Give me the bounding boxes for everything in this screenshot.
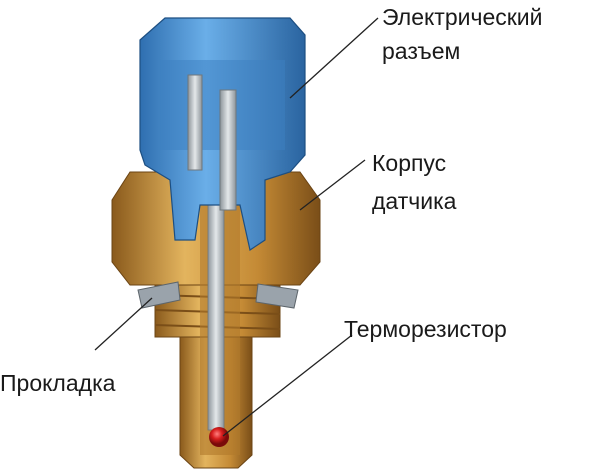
pin-right: [219, 89, 237, 211]
inner-rod: [207, 199, 225, 431]
leader-connector: [289, 17, 379, 99]
label-thermistor: Терморезистор: [344, 316, 507, 342]
pin-left: [187, 74, 203, 171]
label-housing-line1: Корпус: [372, 150, 447, 176]
label-housing-line2: датчика: [372, 188, 457, 214]
leader-thermistor: [222, 334, 353, 437]
label-gasket: Прокладка: [0, 370, 116, 396]
label-connector-line1: Электрический: [382, 4, 543, 30]
gasket-right: [255, 283, 299, 309]
leader-housing: [299, 159, 366, 211]
thermistor-bead: [209, 427, 229, 447]
leader-gasket: [94, 297, 153, 351]
label-connector-line2: разъем: [382, 38, 461, 64]
